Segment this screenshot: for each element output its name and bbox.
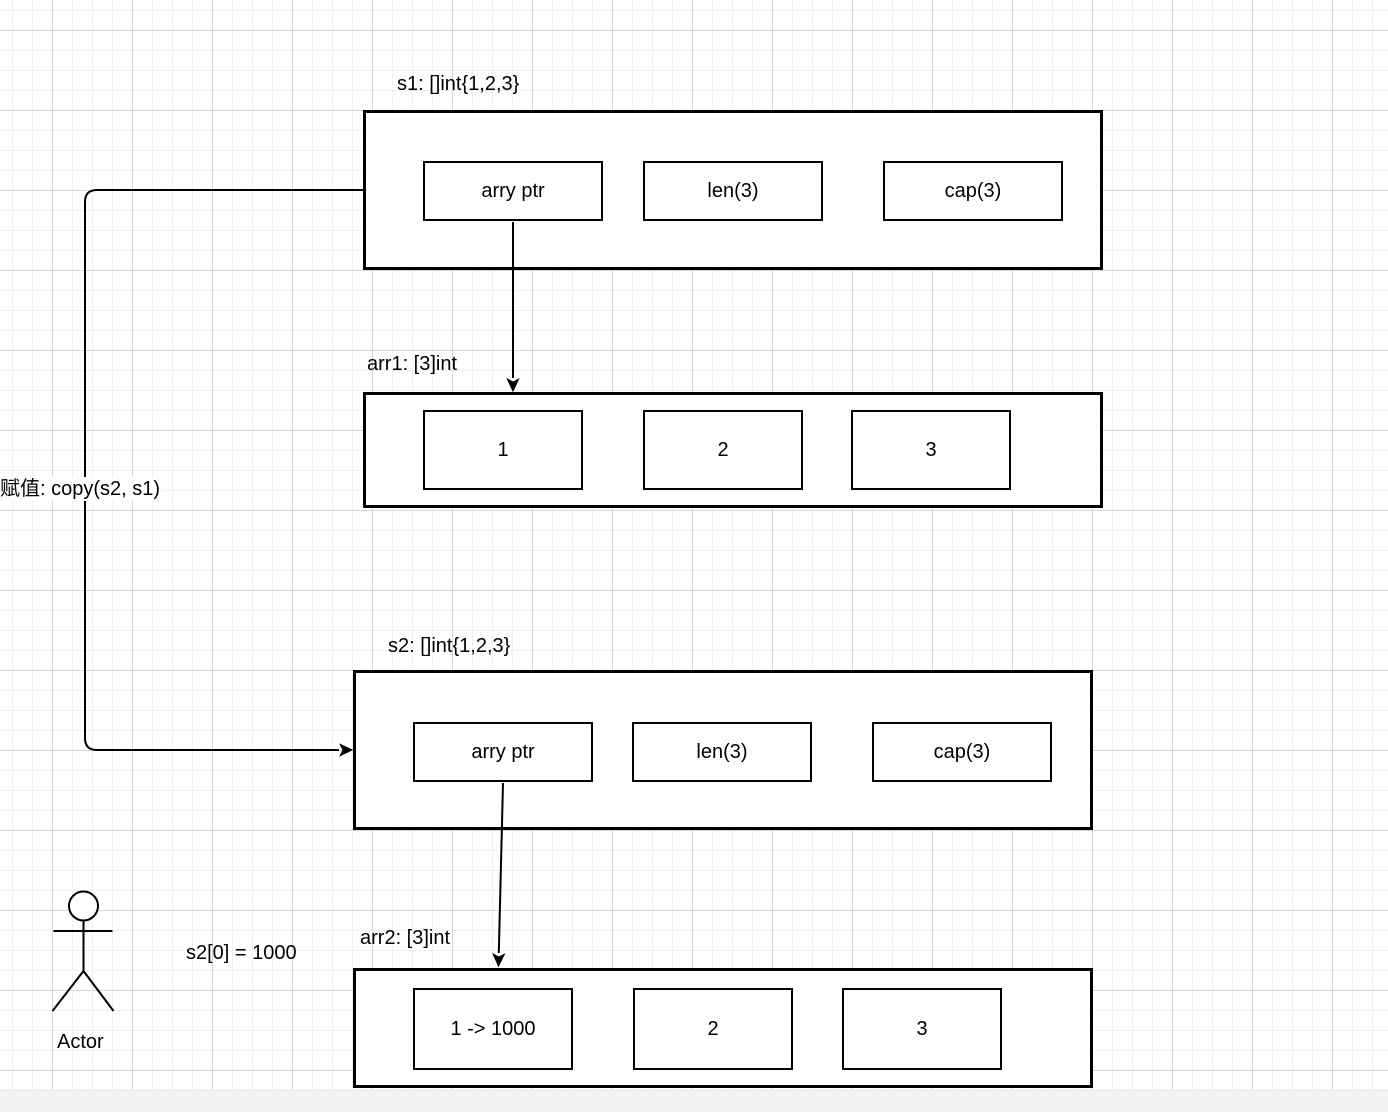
s1-cell-cap[interactable]: cap(3) bbox=[883, 161, 1063, 221]
actor-figure[interactable] bbox=[51, 890, 115, 1012]
arr2-cell-1-label: 2 bbox=[707, 1017, 719, 1040]
s1-cell-len[interactable]: len(3) bbox=[643, 161, 823, 221]
actor-head-icon bbox=[68, 890, 99, 922]
s1-cell-cap-label: cap(3) bbox=[944, 179, 1002, 202]
arr2-cell-2-label: 3 bbox=[916, 1017, 928, 1040]
s1-title: s1: []int{1,2,3} bbox=[397, 73, 520, 95]
s2-cell-len-label: len(3) bbox=[696, 740, 748, 763]
arr1-cell-1[interactable]: 2 bbox=[643, 410, 803, 490]
s2-cell-cap-label: cap(3) bbox=[933, 740, 991, 763]
actor-left-leg-line bbox=[51, 970, 85, 1012]
arr2-cell-0[interactable]: 1 -> 1000 bbox=[413, 988, 573, 1070]
s2-cell-cap[interactable]: cap(3) bbox=[872, 722, 1052, 782]
arr1-cell-2-label: 3 bbox=[925, 438, 937, 461]
arr2-title: arr2: [3]int bbox=[360, 927, 451, 949]
s2-cell-len[interactable]: len(3) bbox=[632, 722, 812, 782]
arr2-cell-2[interactable]: 3 bbox=[842, 988, 1002, 1070]
arr2-cell-1[interactable]: 2 bbox=[633, 988, 793, 1070]
canvas-edge-strip bbox=[0, 1090, 1388, 1112]
arr1-cell-1-label: 2 bbox=[717, 438, 729, 461]
s2-cell-arry-ptr[interactable]: arry ptr bbox=[413, 722, 593, 782]
arr1-cell-0[interactable]: 1 bbox=[423, 410, 583, 490]
s1-cell-len-label: len(3) bbox=[707, 179, 759, 202]
s2-title: s2: []int{1,2,3} bbox=[388, 635, 511, 657]
copy-edge-label: 赋值: copy(s2, s1) bbox=[0, 477, 163, 501]
actor-right-leg-line bbox=[82, 970, 115, 1012]
arr1-cell-0-label: 1 bbox=[497, 438, 509, 461]
s1-cell-arry-ptr[interactable]: arry ptr bbox=[423, 161, 603, 221]
copy-edge-s1-to-s2[interactable] bbox=[84, 189, 363, 757]
arr1-cell-2[interactable]: 3 bbox=[851, 410, 1011, 490]
assignment-label: s2[0] = 1000 bbox=[186, 942, 297, 964]
arr1-title: arr1: [3]int bbox=[367, 353, 458, 375]
s2-cell-arry-ptr-label: arry ptr bbox=[471, 740, 535, 763]
s1-cell-arry-ptr-label: arry ptr bbox=[481, 179, 545, 202]
actor-label: Actor bbox=[57, 1031, 104, 1053]
arr2-cell-0-label: 1 -> 1000 bbox=[450, 1017, 536, 1040]
